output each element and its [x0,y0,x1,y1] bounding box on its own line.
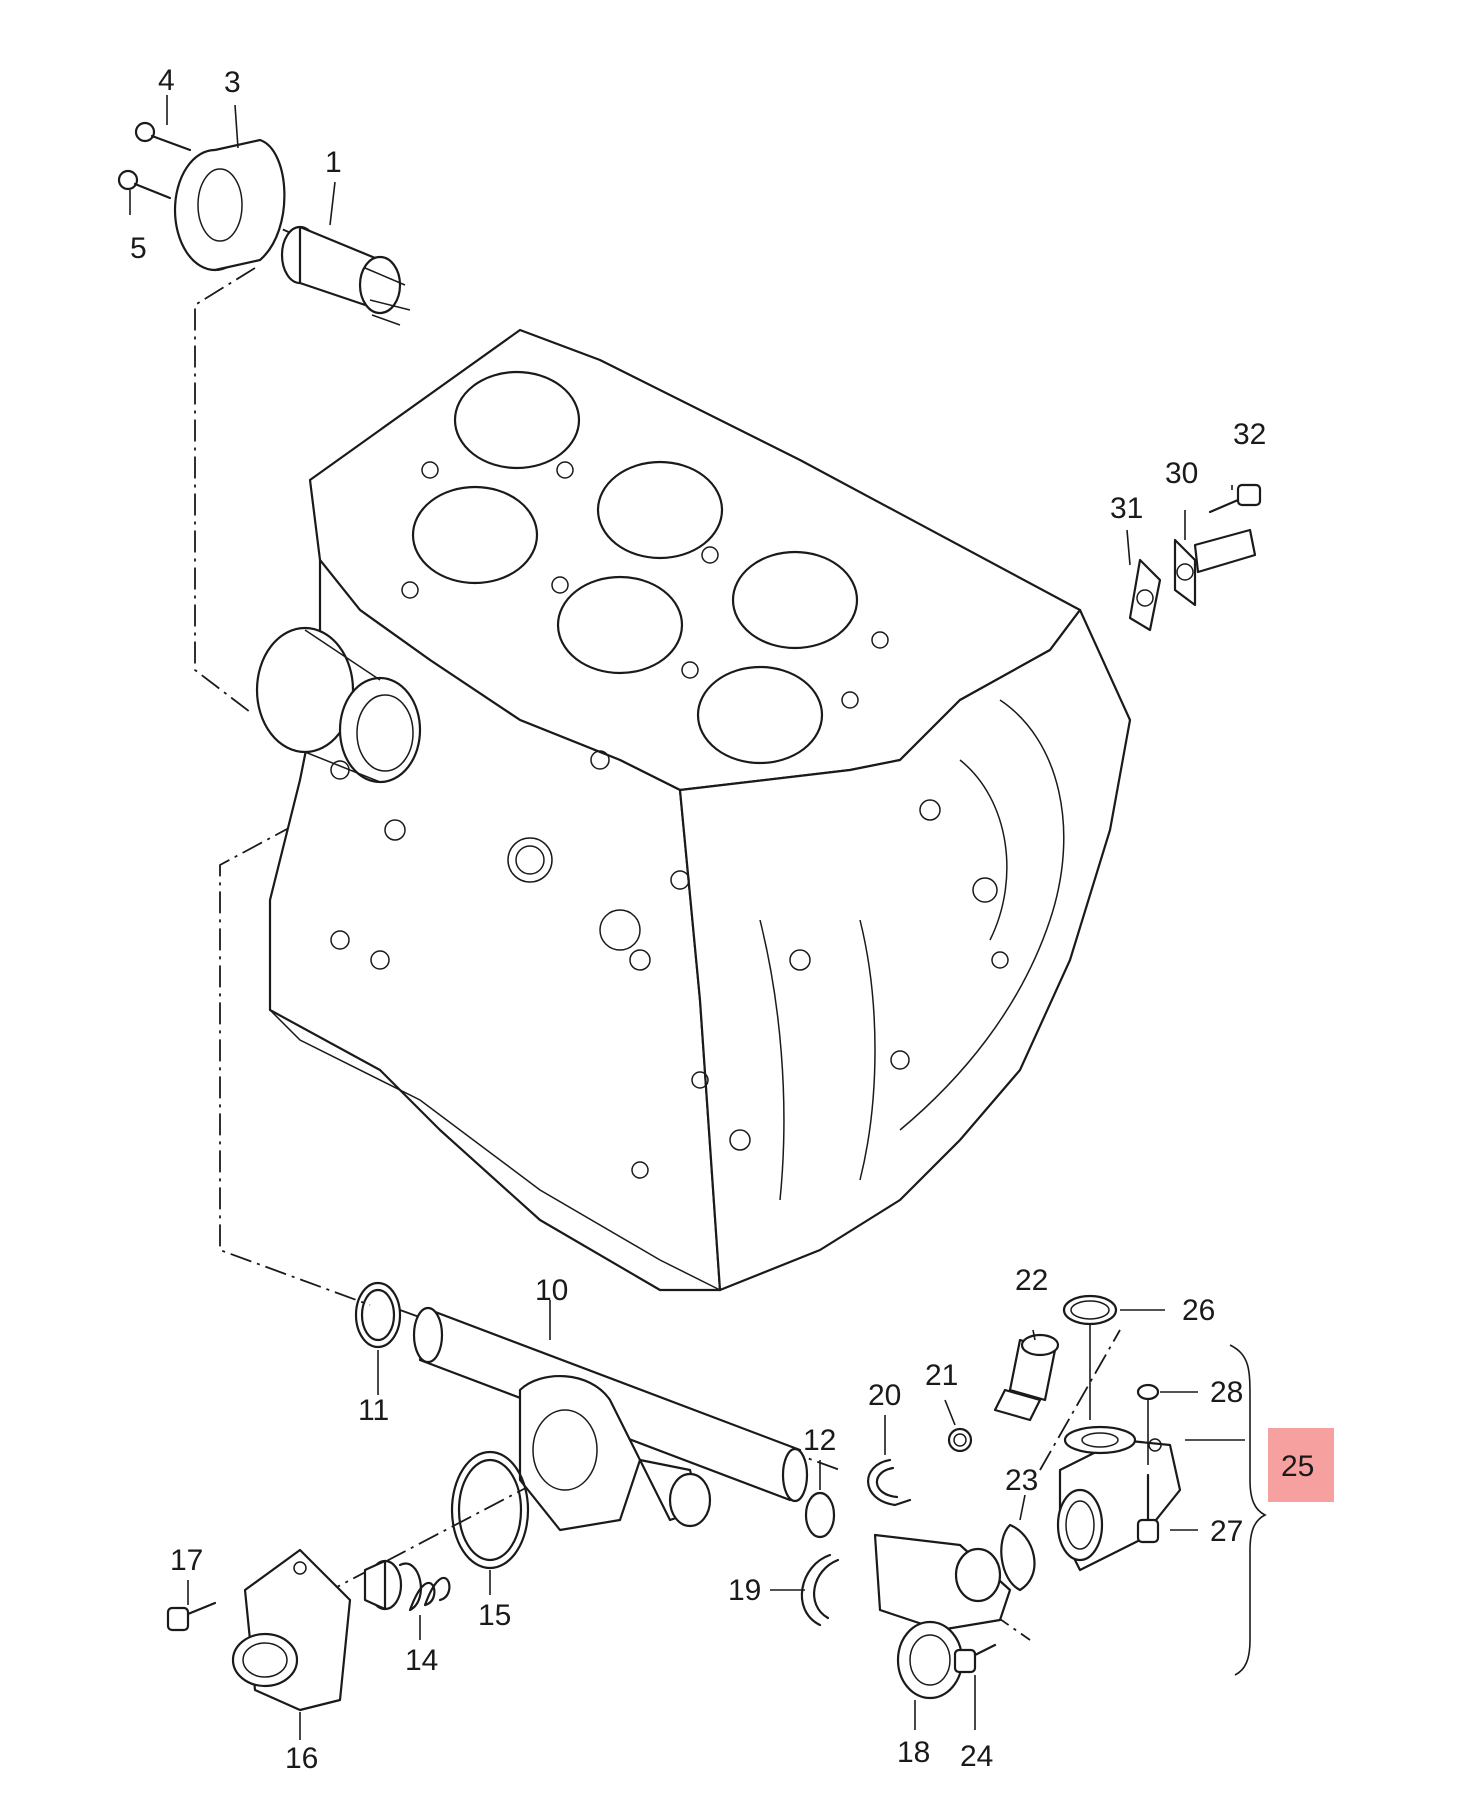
part-22-sensor [993,1333,1060,1422]
part-14-thermostat-insert [363,1559,451,1612]
part-28-washer [1136,1383,1160,1401]
part-23-gasket [1000,1523,1036,1592]
part-26-seal [1062,1294,1118,1326]
part-12-circlip [804,1491,836,1539]
callout-18: 18 [897,1736,930,1769]
callout-12: 12 [803,1424,836,1457]
callout-23: 23 [1005,1464,1038,1497]
leader-lines [129,95,1245,1740]
callout-16: 16 [285,1742,318,1775]
callout-11: 11 [358,1394,389,1427]
callout-21: 21 [925,1359,958,1392]
bolt-27 [1136,1473,1160,1544]
callout-4: 4 [158,64,175,97]
part-10-coolant-pipe [412,1306,809,1532]
callout-25: 25 [1281,1450,1314,1483]
part-19-clip [800,1553,840,1627]
callout-3: 3 [224,66,241,99]
callout-22: 22 [1015,1264,1048,1297]
callout-1: 1 [325,146,342,179]
part-21-o-ring [947,1427,973,1453]
callout-17: 17 [170,1544,203,1577]
part-20-clip [867,1458,912,1507]
callout-30: 30 [1165,457,1198,490]
callout-28: 28 [1210,1376,1243,1409]
callout-numbers: 4 3 1 5 32 30 31 10 22 26 21 20 28 11 12… [130,64,1314,1775]
engine-block [255,328,1132,1292]
part-1-thermostat [280,225,411,326]
bolt-5 [117,169,172,200]
part-25-elbow-assembly [1056,1425,1182,1572]
part-30-flange [1173,528,1257,607]
callout-26: 26 [1182,1294,1215,1327]
callout-14: 14 [405,1644,438,1677]
part-11-o-ring [354,1281,402,1349]
group-bracket-25 [1229,1344,1267,1676]
bolt-24 [953,1643,997,1674]
callout-31: 31 [1110,492,1143,525]
callout-27: 27 [1210,1515,1243,1548]
bolt-17 [166,1601,217,1632]
callout-19: 19 [728,1574,761,1607]
callout-15: 15 [478,1599,511,1632]
callout-10: 10 [535,1274,568,1307]
part-3-cover [173,138,286,272]
callout-5: 5 [130,232,147,265]
part-18-coolant-flange [873,1533,1012,1700]
highlight-box-25 [1268,1428,1334,1502]
callout-20: 20 [868,1379,901,1412]
bolt-32 [1208,483,1262,514]
bolt-4 [134,121,192,152]
part-31-gasket [1128,558,1162,632]
part-15-o-ring [450,1450,530,1570]
part-16-housing [231,1548,352,1712]
callout-32: 32 [1233,418,1266,451]
callout-24: 24 [960,1740,993,1773]
